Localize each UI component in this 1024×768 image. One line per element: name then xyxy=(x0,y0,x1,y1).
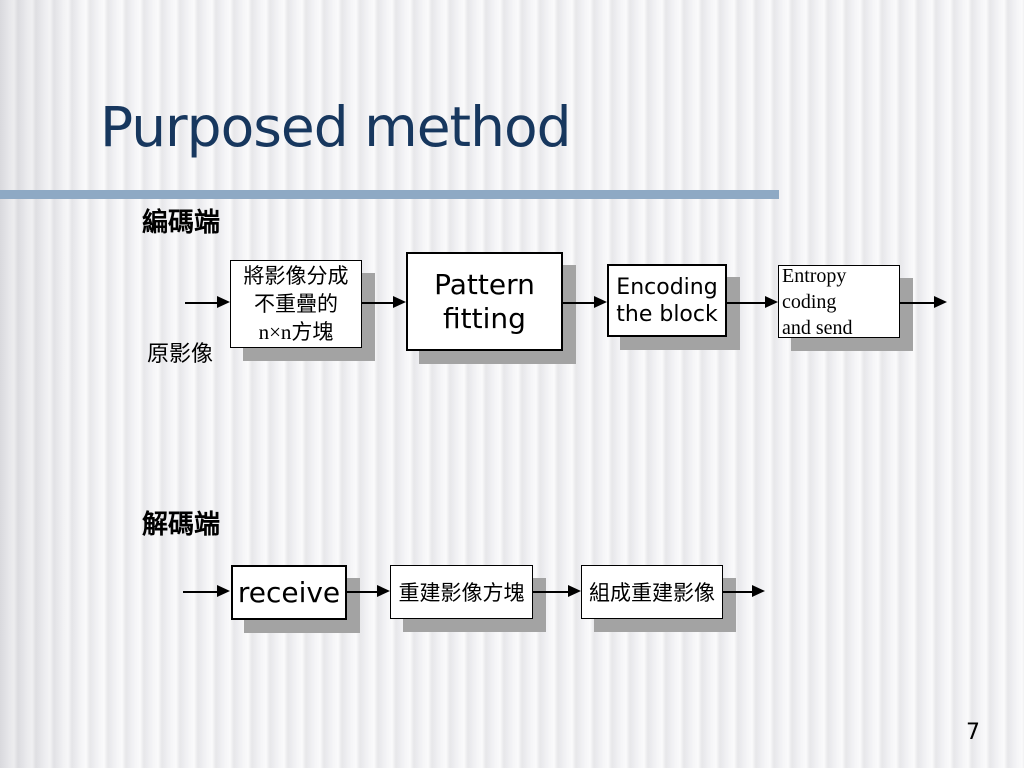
flow-box-label: receive xyxy=(237,576,341,609)
flow-box-label: Encoding the block xyxy=(616,274,718,327)
decoder-section-label: 解碼端 xyxy=(142,510,221,539)
flow-box-entropy-coding: Entropy coding and send xyxy=(778,264,900,339)
decoder-arrow-out xyxy=(723,585,765,597)
encoder-arrow-3 xyxy=(727,296,778,308)
flow-box-label: Pattern fitting xyxy=(434,267,535,335)
decoder-arrow-2 xyxy=(533,585,581,597)
encoder-section-label: 編碼端 xyxy=(142,208,221,237)
decoder-arrow-1 xyxy=(346,585,390,597)
flow-box-rebuild-blocks: 重建影像方塊 xyxy=(390,565,533,619)
encoder-arrow-out xyxy=(900,296,947,308)
encoder-arrow-1 xyxy=(362,296,406,308)
flow-box-split-image: 將影像分成 不重疊的 n×n方塊 xyxy=(230,260,362,348)
flow-box-encoding-block: Encoding the block xyxy=(607,264,727,337)
flow-box-compose-image: 組成重建影像 xyxy=(581,565,723,619)
encoder-arrow-2 xyxy=(563,296,607,308)
flow-box-label: 將影像分成 不重疊的 n×n方塊 xyxy=(243,264,349,344)
title-underline-rule xyxy=(0,190,779,199)
decoder-arrow-in xyxy=(183,585,230,597)
left-edge-shading xyxy=(0,0,85,768)
flow-box-pattern-fitting: Pattern fitting xyxy=(406,252,563,351)
encoder-arrow-in xyxy=(185,296,230,308)
flow-box-label: Entropy coding and send xyxy=(782,264,853,339)
flow-box-label: 組成重建影像 xyxy=(589,581,715,605)
encoder-input-label: 原影像 xyxy=(147,341,214,366)
page-number: 7 xyxy=(966,720,980,745)
flow-box-label: 重建影像方塊 xyxy=(398,581,525,605)
slide-title: Purposed method xyxy=(100,95,572,159)
flow-box-receive: receive xyxy=(231,565,347,620)
